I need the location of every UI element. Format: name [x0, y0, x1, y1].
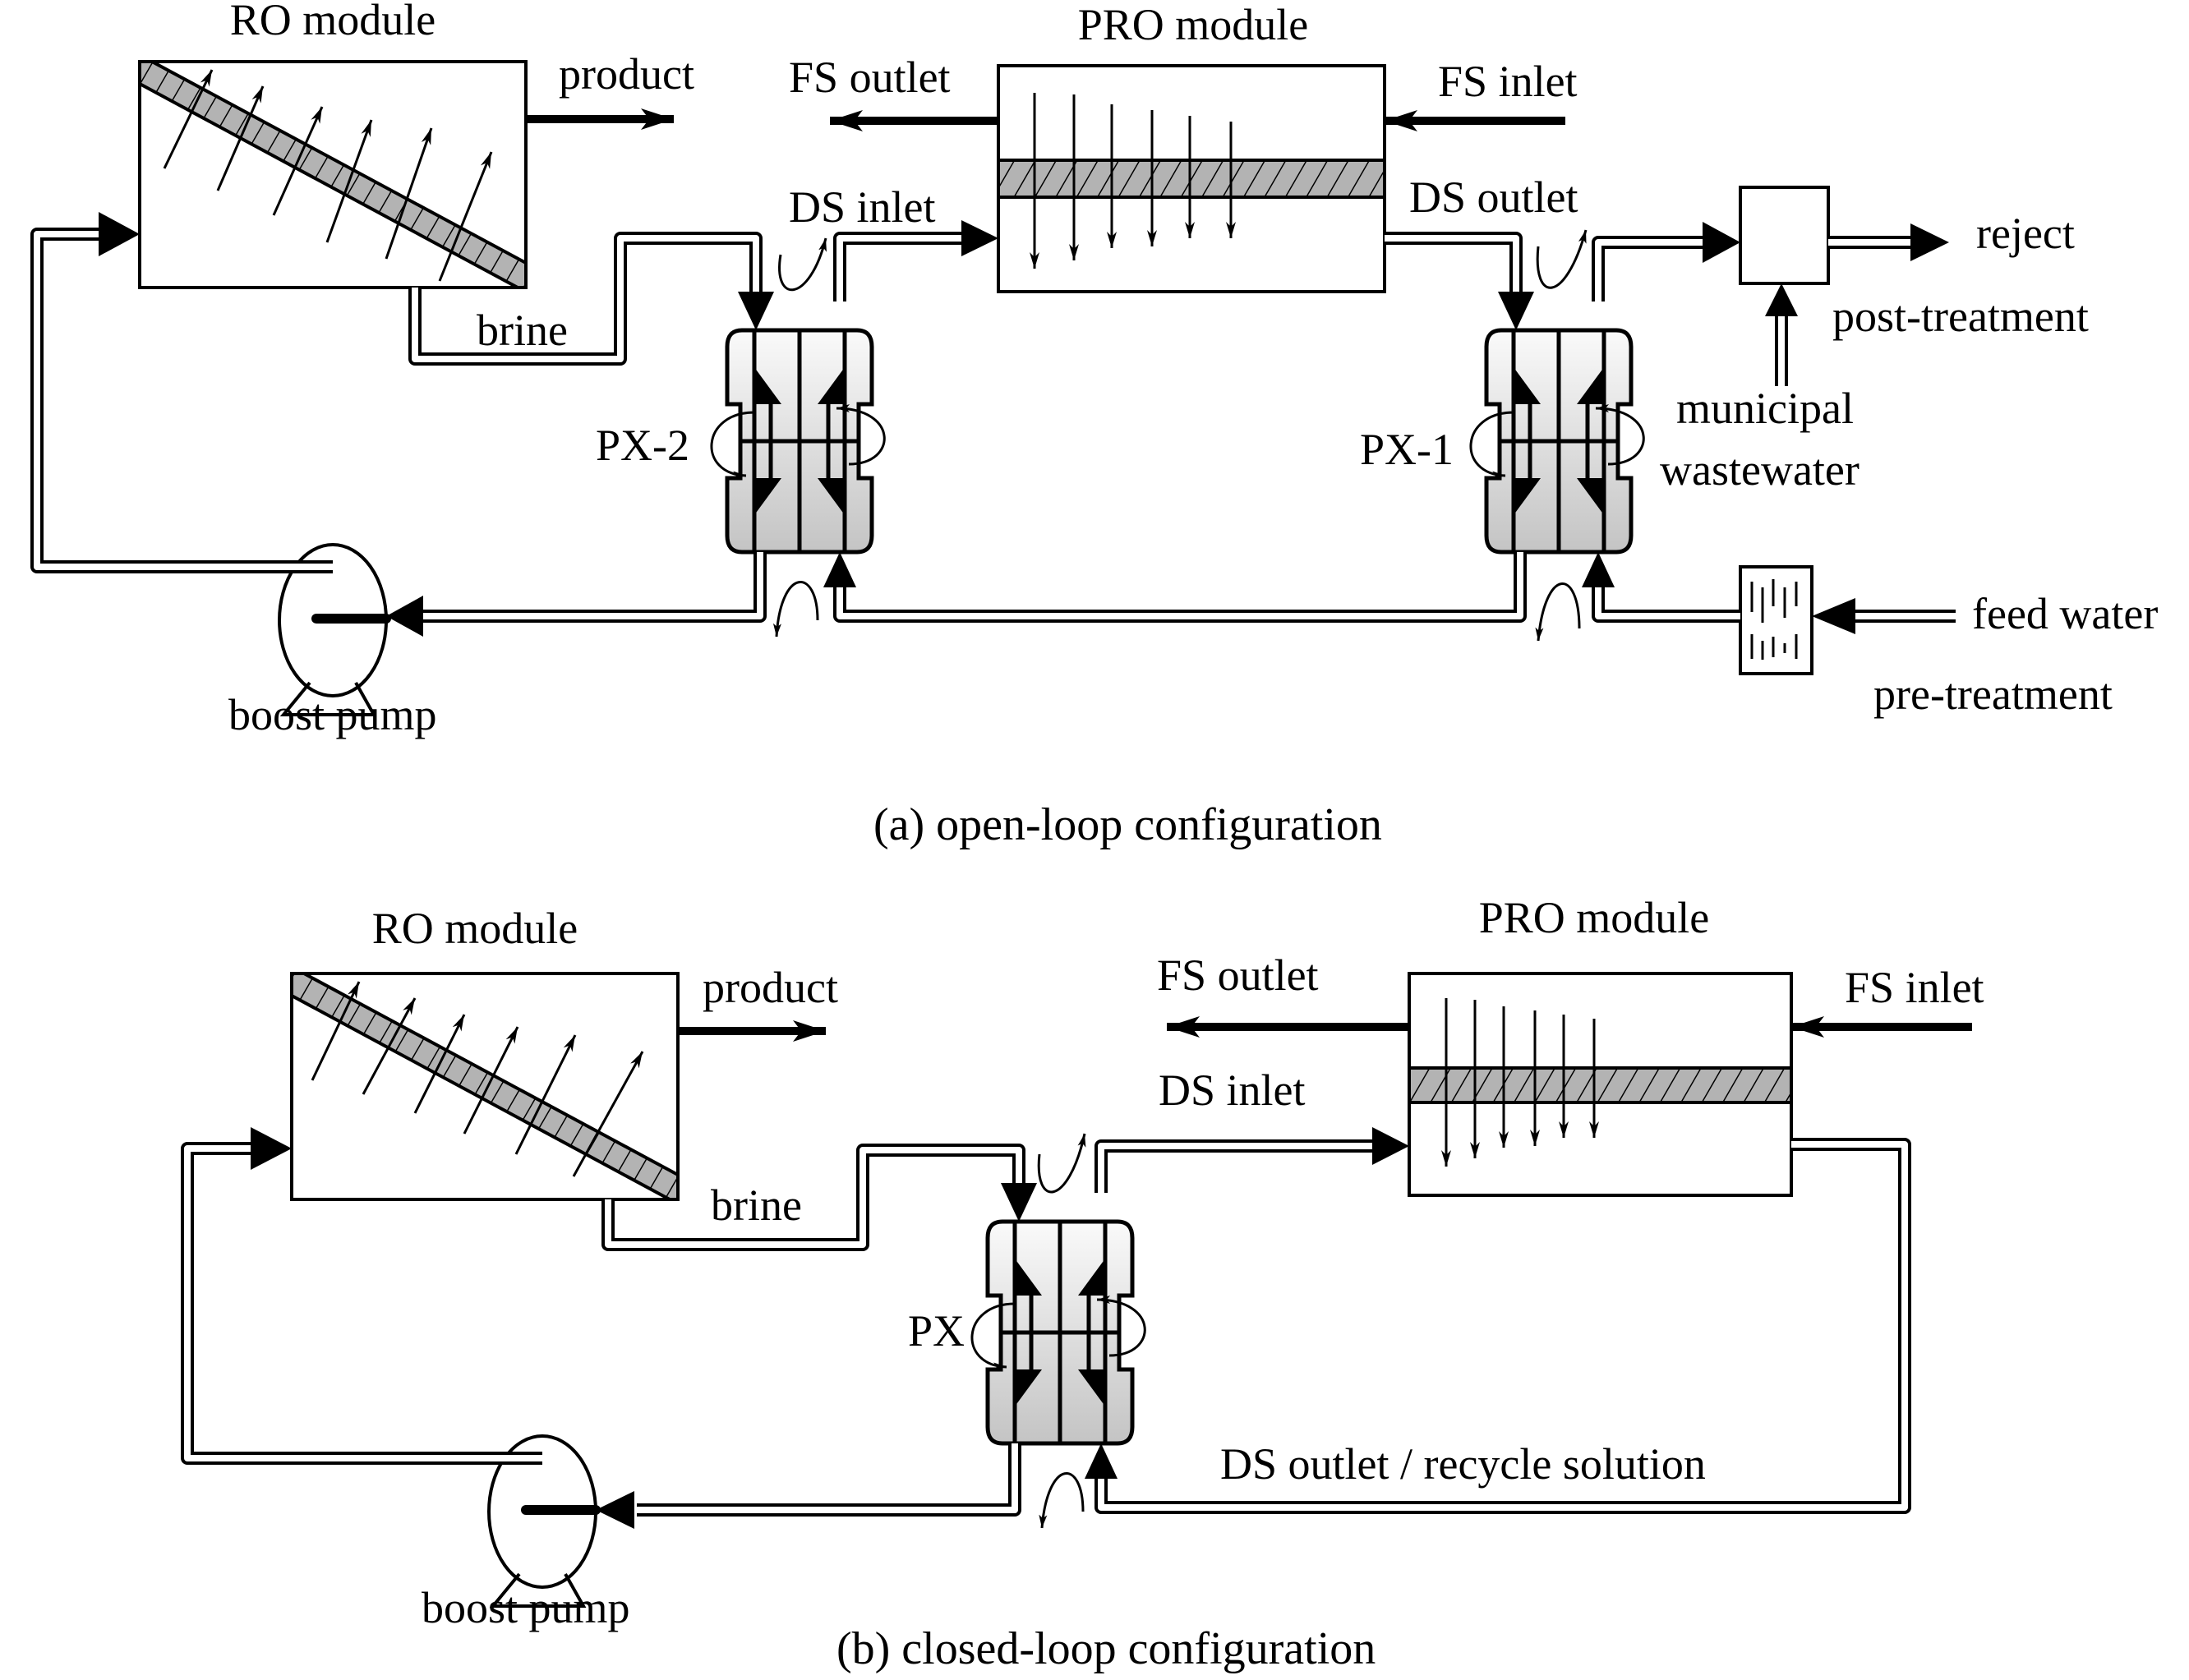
- pro-water-flux-arrows-b: [1441, 998, 1599, 1167]
- ds-outlet-pipe-a: [1385, 232, 1534, 330]
- caption-b: (b) closed-loop configuration: [836, 1623, 1376, 1674]
- px2-bottom-flow-arrow: [772, 581, 819, 637]
- pro-module-a: PRO module: [997, 0, 1386, 293]
- pro-module-title: PRO module: [1078, 0, 1309, 49]
- wastewater-label: wastewater: [1660, 445, 1859, 495]
- ro-module-title-b: RO module: [372, 904, 578, 953]
- px1-label: PX-1: [1360, 425, 1454, 474]
- ro-module-b: RO module: [290, 904, 680, 1201]
- px2-label: PX-2: [596, 421, 689, 470]
- recycle-label: DS outlet / recycle solution: [1220, 1439, 1706, 1489]
- ro-module-a: RO module: [138, 0, 528, 289]
- arrow-into-px2: [738, 292, 774, 330]
- px1-top-flow-arrow: [1536, 229, 1588, 289]
- ro-module-title: RO module: [230, 0, 436, 44]
- pro-membrane: [997, 159, 1386, 199]
- px-exchanger-b: [972, 1222, 1145, 1443]
- px2-to-pump-pipe: [386, 552, 767, 637]
- ds-inlet-pipe-b: [1094, 1127, 1409, 1193]
- pre-treatment-to-px1-pipe: [1582, 552, 1740, 623]
- brine-pipe-a: [408, 232, 774, 366]
- feed-water-pipe: [1812, 598, 1956, 634]
- pro-module-b: PRO module: [1408, 893, 1793, 1197]
- municipal-wastewater-pipe: [1765, 283, 1798, 386]
- pro-module-title-b: PRO module: [1479, 893, 1710, 942]
- post-treatment-label: post-treatment: [1832, 292, 2089, 341]
- fs-inlet-label-a: FS inlet: [1438, 57, 1578, 106]
- ds-outlet-label-a: DS outlet: [1409, 173, 1578, 222]
- boost-pump-label-b: boost pump: [422, 1583, 630, 1632]
- ro-permeate-arrows-b: [311, 981, 644, 1177]
- px1-to-px2-pipe: [823, 552, 1527, 623]
- brine-label-b: brine: [711, 1181, 802, 1230]
- boost-pump-label-a: boost pump: [228, 690, 437, 739]
- ds-inlet-label-a: DS inlet: [789, 182, 936, 232]
- product-label-b: product: [703, 963, 838, 1012]
- product-label-a: product: [559, 49, 694, 99]
- panel-b-closed-loop: RO module product brine PX DS inlet: [181, 893, 1984, 1674]
- px2-exchanger: [712, 330, 884, 552]
- reject-pipe: [1828, 223, 1949, 261]
- pump-to-ro-pipe-a: [30, 212, 333, 573]
- fs-outlet-label-b: FS outlet: [1157, 950, 1319, 1000]
- brine-pipe-b: [601, 1144, 1037, 1251]
- feed-water-label: feed water: [1972, 589, 2158, 638]
- pre-treatment-label: pre-treatment: [1873, 670, 2113, 719]
- px-top-flow-arrow: [1037, 1133, 1086, 1194]
- recycle-pipe-b: [1085, 1138, 1911, 1514]
- px-label: PX: [908, 1306, 965, 1356]
- brine-label-a: brine: [477, 306, 568, 355]
- px1-exchanger: [1471, 330, 1643, 552]
- px1-bottom-flow-arrow: [1535, 582, 1581, 642]
- ro-membrane: [140, 62, 526, 288]
- pre-treatment-unit: [1739, 565, 1813, 675]
- fs-outlet-label-a: FS outlet: [789, 53, 951, 102]
- ds-inlet-pipe-a: [833, 220, 998, 301]
- px1-to-post-treatment-pipe: [1592, 222, 1740, 301]
- municipal-label: municipal: [1676, 384, 1854, 433]
- px-bottom-flow-arrow: [1039, 1472, 1085, 1529]
- px2-top-flow-arrow: [778, 237, 827, 292]
- ds-inlet-label-b: DS inlet: [1159, 1066, 1306, 1115]
- pro-water-flux-arrows: [1030, 93, 1236, 269]
- pump-to-ro-pipe-b: [181, 1127, 542, 1465]
- fs-inlet-label-b: FS inlet: [1845, 963, 1984, 1012]
- reject-label: reject: [1976, 209, 2075, 258]
- ro-permeate-arrows: [163, 69, 493, 282]
- post-treatment-unit: [1739, 186, 1830, 285]
- px-to-pump-pipe-b: [596, 1443, 1021, 1529]
- caption-a: (a) open-loop configuration: [873, 799, 1382, 850]
- panel-a-open-loop: RO module product brine PX-2 DS inlet: [30, 0, 2158, 850]
